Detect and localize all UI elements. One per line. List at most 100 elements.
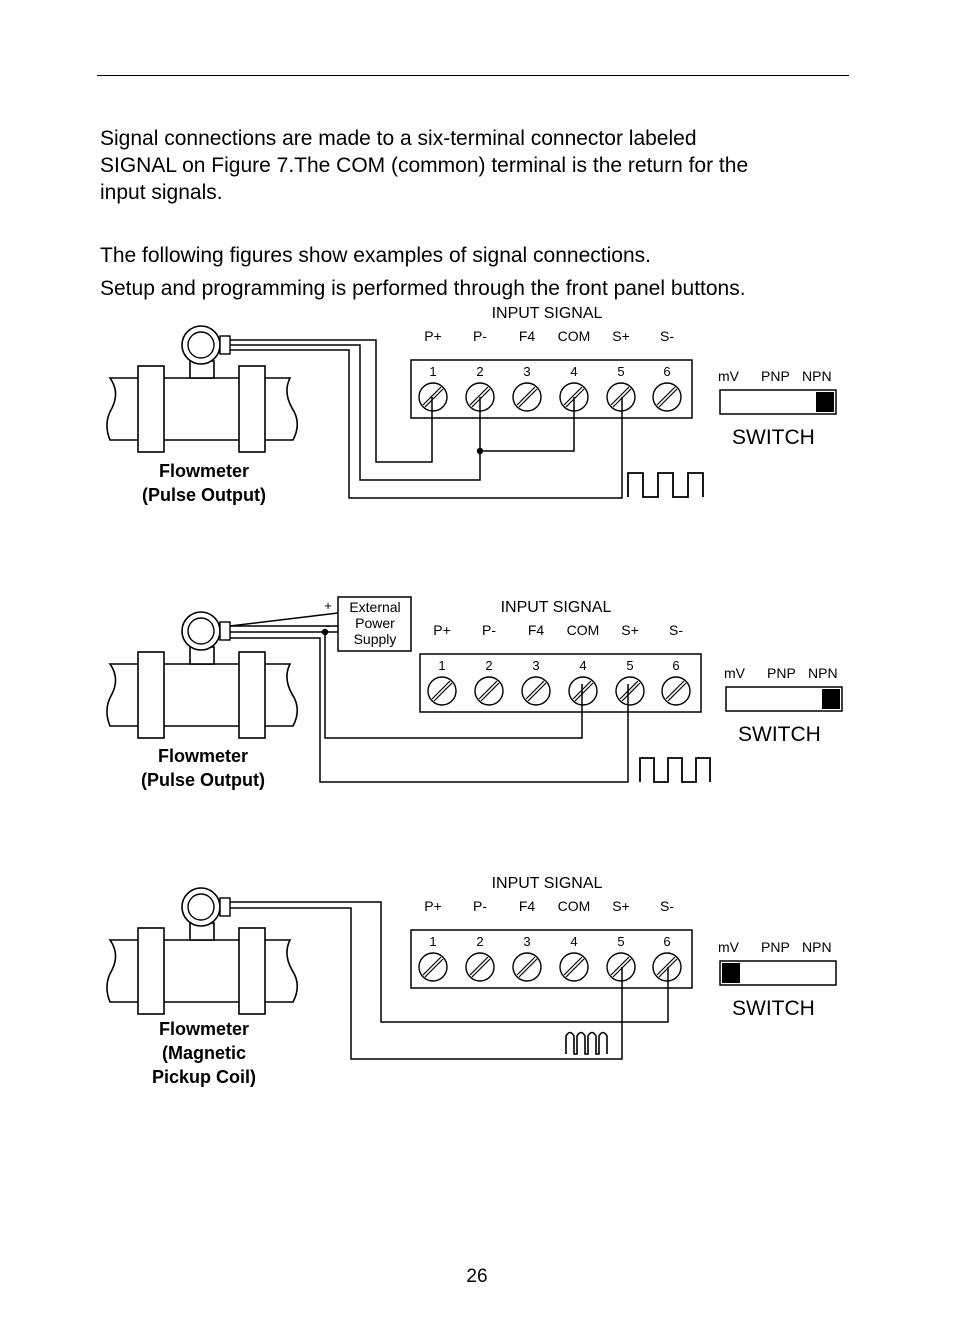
flowmeter-label-line: (Pulse Output)	[142, 485, 266, 505]
switch-option-mv: mV	[724, 665, 746, 681]
input-signal-title: INPUT SIGNAL	[501, 599, 612, 616]
screw-slot-line	[471, 958, 491, 978]
terminal-number: 3	[532, 658, 539, 673]
screw-slot-line	[656, 386, 676, 406]
intro-line-1: Signal connections are made to a six-ter…	[100, 127, 697, 150]
switch-label: SWITCH	[732, 426, 815, 449]
screw-slot-line	[574, 682, 594, 702]
terminal-label: P-	[473, 898, 487, 914]
pipe-flange-right	[238, 927, 266, 1015]
terminal-screw	[521, 676, 551, 706]
input-signal-title: INPUT SIGNAL	[492, 305, 603, 322]
pipe-body	[106, 377, 299, 441]
terminal-number: 6	[672, 658, 679, 673]
switch-option-pnp: PNP	[761, 368, 790, 384]
terminal-box	[419, 653, 702, 713]
wire-s-minus	[230, 901, 669, 1023]
screw-slot-line	[424, 958, 444, 978]
terminal-label: S-	[669, 622, 683, 638]
sensor-connector	[219, 335, 231, 355]
pipe-body	[106, 663, 299, 727]
input-signal-title: INPUT SIGNAL	[492, 875, 603, 892]
terminal-number: 6	[663, 364, 670, 379]
terminal-number: 5	[626, 658, 633, 673]
screw-slot-line	[469, 386, 489, 406]
terminal-number: 6	[663, 934, 670, 949]
terminal-box	[410, 359, 693, 419]
switch-knob	[816, 392, 834, 412]
terminal-screw	[474, 676, 504, 706]
switch-option-pnp: PNP	[761, 939, 790, 955]
terminal-screw	[512, 952, 542, 982]
terminal-number: 1	[429, 934, 436, 949]
screw-slot-line	[667, 682, 687, 702]
wire-junction	[321, 628, 329, 636]
setup-paragraph: Setup and programming is performed throu…	[100, 277, 746, 300]
sensor-connector	[219, 621, 231, 641]
terminal-screw	[465, 952, 495, 982]
screw-slot-line	[471, 388, 491, 408]
terminal-label: P+	[424, 898, 442, 914]
power-plus-sign: +	[324, 598, 332, 613]
header-rule	[97, 75, 849, 76]
power-supply-box	[337, 596, 412, 652]
pipe-flange-left	[137, 365, 165, 453]
screw-slot-line	[525, 680, 545, 700]
terminal-screw	[606, 952, 636, 982]
screw-slot-line	[431, 680, 451, 700]
wire-power-plus	[229, 612, 339, 627]
wire-s-plus	[230, 637, 629, 783]
switch-label: SWITCH	[732, 997, 815, 1020]
terminal-label: S-	[660, 898, 674, 914]
terminal-number: 5	[617, 364, 624, 379]
terminal-screw	[512, 382, 542, 412]
wire-com	[230, 631, 583, 739]
flowmeter-icon	[106, 325, 299, 453]
screw-slot-line	[480, 682, 500, 702]
terminal-label: P-	[473, 328, 487, 344]
power-supply-label-line: External	[349, 599, 400, 615]
screw-slot-line	[658, 388, 678, 408]
sensor-head-inner	[187, 893, 215, 921]
terminal-number: 2	[476, 934, 483, 949]
switch-label: SWITCH	[738, 723, 821, 746]
switch-option-npn: NPN	[802, 368, 832, 384]
flowmeter-label-line: Flowmeter	[159, 1019, 249, 1039]
flowmeter-icon	[106, 611, 299, 739]
flowmeter-label-line: Pickup Coil)	[152, 1067, 256, 1087]
terminal-label: S-	[660, 328, 674, 344]
terminal-label: F4	[519, 898, 536, 914]
screw-slot-line	[527, 682, 547, 702]
terminal-screw	[652, 952, 682, 982]
terminal-number: 5	[617, 934, 624, 949]
screw-slot-line	[518, 388, 538, 408]
intro-line-3: input signals.	[100, 181, 223, 204]
screw-slot-line	[469, 956, 489, 976]
screw-slot-line	[433, 682, 453, 702]
terminal-screw	[661, 676, 691, 706]
wire-s-plus	[230, 907, 623, 1060]
screw-slot-line	[424, 388, 444, 408]
terminal-number: 1	[438, 658, 445, 673]
screw-slot-line	[422, 956, 442, 976]
wire-p-plus	[230, 339, 433, 463]
switch-option-mv: mV	[718, 939, 740, 955]
terminal-screw	[427, 676, 457, 706]
screw-slot-line	[621, 682, 641, 702]
terminal-number: 2	[476, 364, 483, 379]
terminal-number: 4	[579, 658, 586, 673]
terminal-number: 3	[523, 364, 530, 379]
page-number: 26	[466, 1266, 488, 1287]
pipe-flange-right	[238, 365, 266, 453]
pulse-signal-waveform	[627, 472, 704, 498]
screw-slot-line	[565, 388, 585, 408]
intro-paragraph: Signal connections are made to a six-ter…	[100, 125, 748, 206]
power-supply-label-line: Power	[355, 615, 395, 631]
